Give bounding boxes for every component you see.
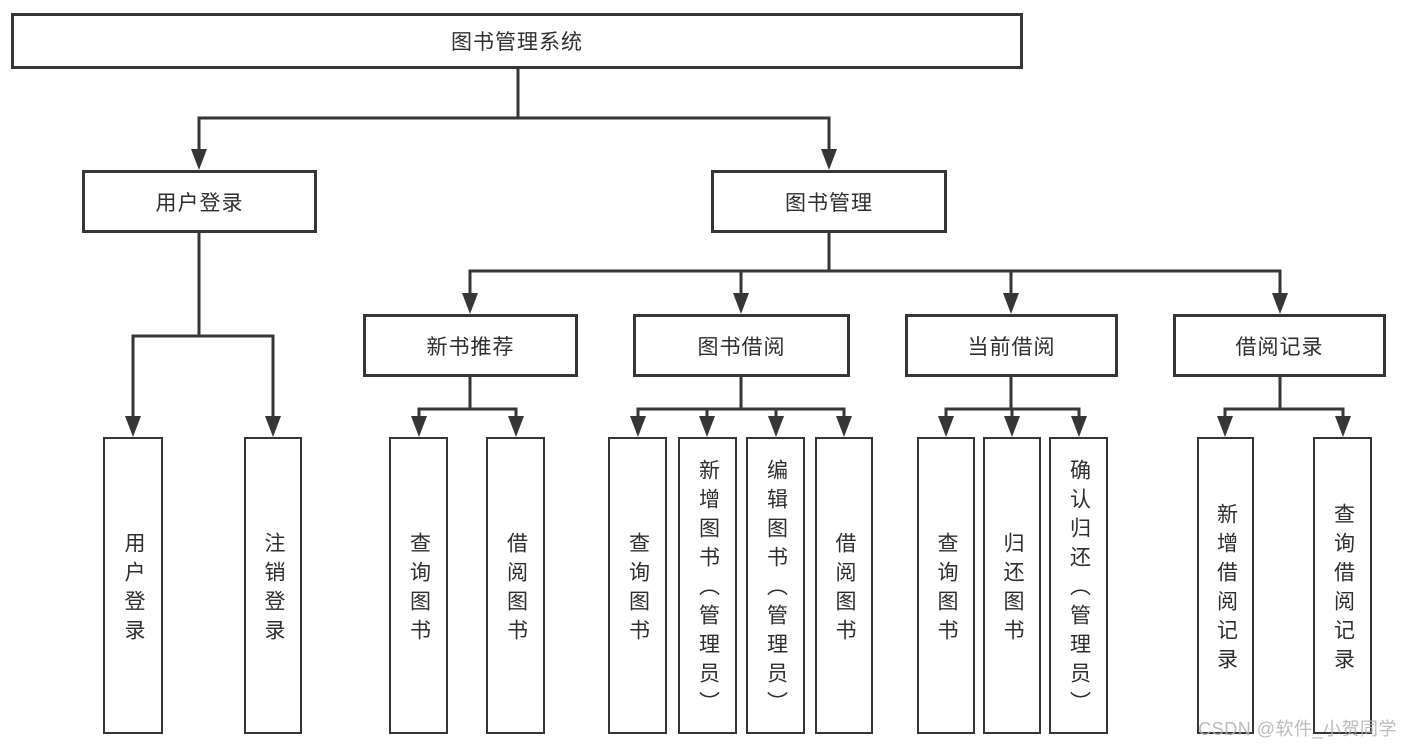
arrowhead-icon xyxy=(1217,416,1233,437)
arrowhead-icon xyxy=(821,149,837,170)
arrowhead-icon xyxy=(630,416,646,437)
leaf-return-book: 归还图书 xyxy=(983,437,1041,734)
node-book-borrow: 图书借阅 xyxy=(633,314,850,377)
leaf-add-book-admin: 新增图书（管理员） xyxy=(678,437,737,734)
new-book-recommend-connectors xyxy=(411,377,524,437)
arrowhead-icon xyxy=(191,149,207,170)
arrowhead-icon xyxy=(508,416,524,437)
leaf-query-book-recommend: 查询图书 xyxy=(389,437,448,734)
arrowhead-icon xyxy=(699,416,715,437)
arrowhead-icon xyxy=(462,293,478,314)
leaf-edit-book-admin: 编辑图书（管理员） xyxy=(746,437,805,734)
arrowhead-icon xyxy=(1071,416,1087,437)
leaf-return-book-label: 归还图书 xyxy=(1001,531,1024,648)
node-current-borrow-label: 当前借阅 xyxy=(967,335,1056,359)
leaf-query-book-current-label: 查询图书 xyxy=(935,531,958,648)
book-management-connectors xyxy=(462,233,1288,314)
node-user-login: 用户登录 xyxy=(82,170,317,233)
arrowhead-icon xyxy=(265,416,281,437)
leaf-add-borrow-record: 新增借阅记录 xyxy=(1197,437,1254,734)
leaf-borrow-book-recommend-label: 借阅图书 xyxy=(504,531,528,648)
node-borrow-records: 借阅记录 xyxy=(1173,314,1386,377)
node-book-management-label: 图书管理 xyxy=(785,191,873,215)
leaf-query-book-recommend-label: 查询图书 xyxy=(407,531,431,648)
node-root-label: 图书管理系统 xyxy=(451,31,583,54)
user-login-connectors xyxy=(125,233,281,437)
borrow-record-connectors xyxy=(1217,377,1351,437)
arrowhead-icon xyxy=(1004,416,1020,437)
arrowhead-icon xyxy=(1003,293,1019,314)
leaf-confirm-return-admin: 确认归还（管理员） xyxy=(1049,437,1108,734)
leaf-confirm-return-admin-label: 确认归还（管理员） xyxy=(1067,459,1091,720)
leaf-user-login-label: 用户登录 xyxy=(122,531,145,648)
arrowhead-icon xyxy=(938,416,954,437)
leaf-borrow-book-label: 借阅图书 xyxy=(833,531,856,648)
leaf-borrow-book: 借阅图书 xyxy=(815,437,873,734)
node-book-management: 图书管理 xyxy=(711,170,947,233)
leaf-add-book-admin-label: 新增图书（管理员） xyxy=(696,459,720,720)
leaf-query-book-borrow: 查询图书 xyxy=(608,437,667,734)
arrowhead-icon xyxy=(1272,293,1288,314)
node-user-login-label: 用户登录 xyxy=(155,191,244,215)
arrowhead-icon xyxy=(411,416,427,437)
arrowhead-icon xyxy=(1335,416,1351,437)
node-new-book-recommend-label: 新书推荐 xyxy=(426,335,515,359)
node-current-borrow: 当前借阅 xyxy=(905,314,1118,377)
leaf-add-borrow-record-label: 新增借阅记录 xyxy=(1214,502,1238,677)
leaf-borrow-book-recommend: 借阅图书 xyxy=(486,437,545,734)
leaf-query-borrow-record: 查询借阅记录 xyxy=(1313,437,1372,734)
arrowhead-icon xyxy=(125,416,141,437)
current-borrow-connectors xyxy=(938,377,1087,437)
leaf-query-borrow-record-label: 查询借阅记录 xyxy=(1331,502,1355,677)
csdn-watermark: CSDN @软件_小贺同学 xyxy=(1198,719,1397,739)
node-root: 图书管理系统 xyxy=(11,13,1023,69)
node-new-book-recommend: 新书推荐 xyxy=(363,314,578,377)
book-borrow-connectors xyxy=(630,377,852,437)
arrowhead-icon xyxy=(836,416,852,437)
node-book-borrow-label: 图书借阅 xyxy=(697,335,786,359)
leaf-logout-label: 注销登录 xyxy=(262,531,285,648)
leaf-edit-book-admin-label: 编辑图书（管理员） xyxy=(764,459,788,720)
leaf-query-book-borrow-label: 查询图书 xyxy=(626,531,650,648)
leaf-logout: 注销登录 xyxy=(244,437,302,734)
arrowhead-icon xyxy=(768,416,784,437)
node-borrow-records-label: 借阅记录 xyxy=(1235,335,1324,359)
leaf-user-login: 用户登录 xyxy=(103,437,163,734)
arrowhead-icon xyxy=(733,293,749,314)
root-connectors xyxy=(191,68,837,170)
leaf-query-book-current: 查询图书 xyxy=(917,437,975,734)
